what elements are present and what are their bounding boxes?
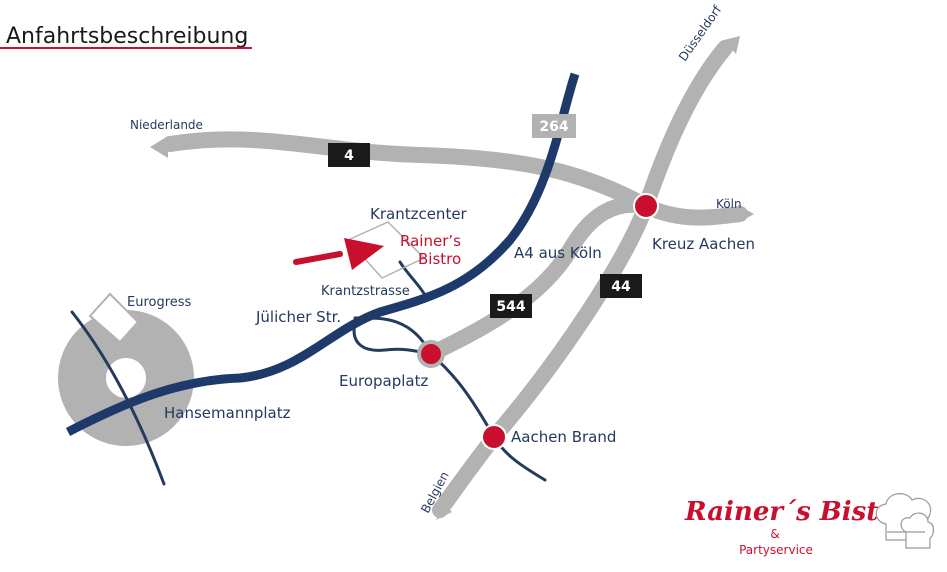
arrow-niederlande-icon [150,136,168,158]
logo-ampersand: & [770,527,779,541]
marker-kreuz-aachen [633,193,659,219]
chef-hat-icon [875,493,935,549]
main-roads [65,72,580,486]
label-rainers-bistro-line1: Rainer’s [400,232,461,250]
ring-road [58,292,194,446]
marker-europaplatz [417,340,445,368]
arrow-duesseldorf-icon [724,36,740,54]
label-krantzstrasse: Krantzstrasse [321,284,410,299]
badge-a44: 44 [600,274,642,298]
label-eurogress: Eurogress [127,295,192,310]
arrow-koeln-icon [738,205,754,223]
label-rainers-bistro-line2: Bistro [418,250,461,268]
label-europaplatz: Europaplatz [339,372,428,390]
logo: Rainer´s Bistro & Partyservice [684,493,935,557]
badge-a544: 544 [490,294,532,318]
arrow-belgien-icon [436,504,452,520]
juelicher-str-road [65,72,580,436]
svg-text:264: 264 [539,119,568,135]
svg-text:544: 544 [496,299,525,315]
label-krantzcenter: Krantzcenter [370,205,468,223]
page-title: Anfahrtsbeschreibung [6,24,248,49]
label-niederlande: Niederlande [130,118,203,132]
europaplatz-loop [352,320,433,356]
label-aachen-brand: Aachen Brand [511,428,616,446]
marker-aachen-brand [481,424,507,450]
trierer-str-road [429,352,496,439]
motorway-a544 [423,196,654,362]
motorways [150,36,754,520]
motorway-a4 [162,131,654,214]
bistro-pointer-arrow-icon [293,238,384,270]
krantzstrasse-road [398,260,430,302]
label-a4-aus-koeln: A4 aus Köln [514,244,602,262]
svg-text:4: 4 [344,148,354,164]
badge-a4: 4 [328,143,370,167]
svg-text:44: 44 [611,279,631,295]
logo-subtitle: Partyservice [739,543,813,557]
label-koeln: Köln [716,197,742,211]
label-hansemannplatz: Hansemannplatz [164,404,291,422]
krantzcenter-outline [346,221,426,279]
junction-markers [417,193,659,450]
label-juelicher-str: Jülicher Str. [255,308,341,326]
label-kreuz-aachen: Kreuz Aachen [652,235,755,253]
eurogress-building [88,292,140,344]
badge-264: 264 [532,114,576,138]
logo-name: Rainer´s Bistro [684,497,909,527]
monheimsallee-road [70,310,166,486]
